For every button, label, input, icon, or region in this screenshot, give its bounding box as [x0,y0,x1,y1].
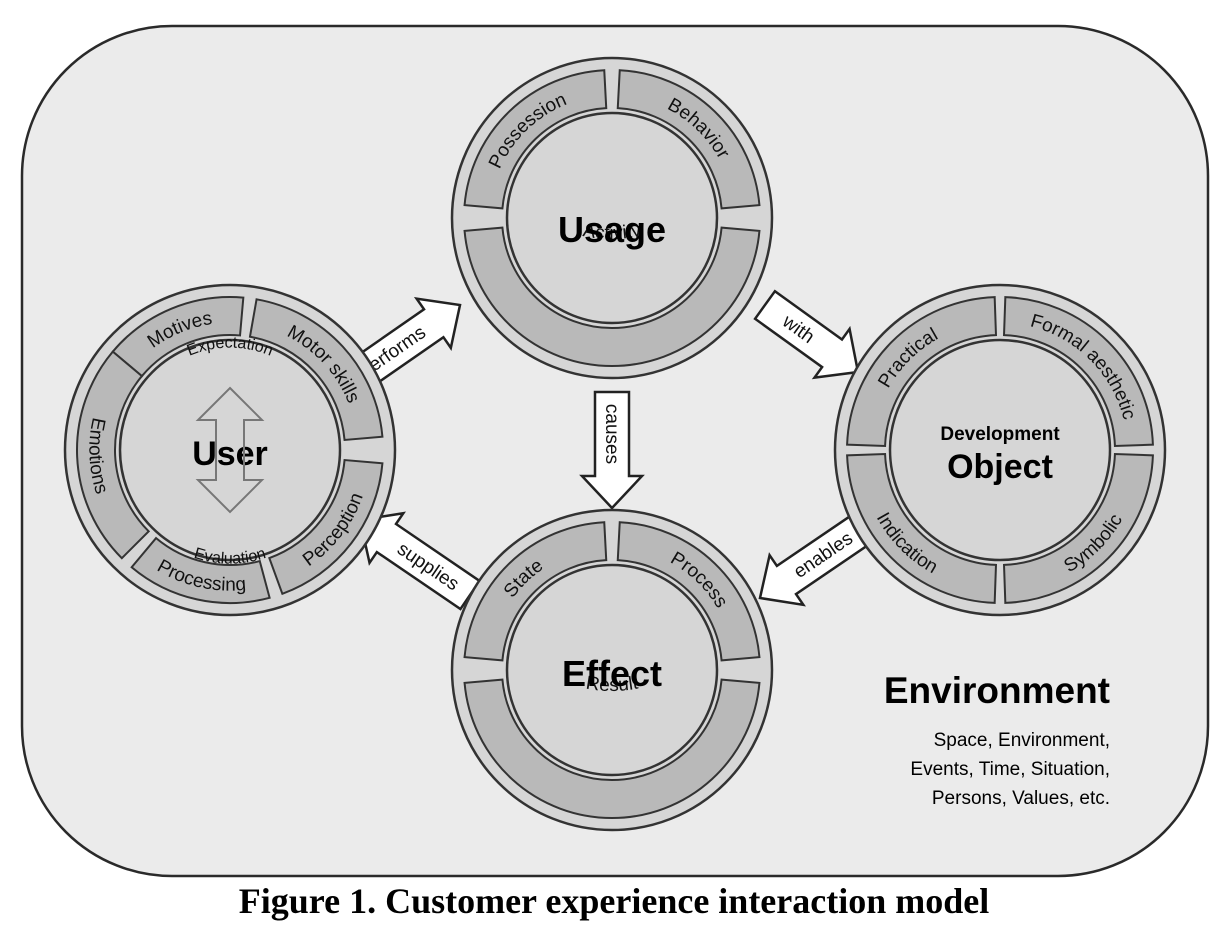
object-center-circle [888,338,1112,562]
user-inner-evaluation: Evaluation [192,545,268,568]
arrow-causes-label: causes [601,404,622,464]
object-segment-1 [846,296,998,448]
object-subtitle: Development [940,424,1060,445]
arrow-causes-shape [579,390,645,510]
arrow-with: with [753,289,860,380]
user-center-circle [118,338,342,562]
arrow-with-shape [753,289,860,380]
user-segment-5 [76,350,151,560]
environment-line-3: Persons, Values, etc. [931,788,1110,809]
object-segment-2 [1002,296,1154,448]
usage-center-circle [505,111,719,325]
usage-segment-3 [463,226,761,368]
usage-title: Usage [558,209,666,250]
effect-segment-3 [463,678,761,820]
effect-segment-label-result: Result [584,672,640,696]
arrow-enables-shape [758,514,872,607]
object-segment-4 [846,452,998,604]
user-title: User [192,435,268,473]
environment-title: Environment [883,670,1110,711]
user-double-arrow-icon [195,386,265,514]
user-segment-3 [268,458,384,596]
effect-segment-2 [616,521,761,662]
arrow-causes: causes [579,390,645,510]
user-segment-2 [248,298,384,442]
user-segment-4 [130,536,271,604]
user-segment-1 [111,296,245,378]
figure-caption: Figure 1. Customer experience interactio… [238,881,990,921]
environment-line-2: Events, Time, Situation, [910,759,1110,780]
object-segment-3 [1002,452,1154,604]
environment-line-1: Space, Environment, [933,730,1110,751]
effect-center-circle [505,563,719,777]
object-title: Object [947,448,1053,486]
usage-segment-1 [463,69,608,210]
effect-title: Effect [562,653,662,694]
effect-segment-1 [463,521,608,662]
usage-segment-2 [616,69,761,210]
